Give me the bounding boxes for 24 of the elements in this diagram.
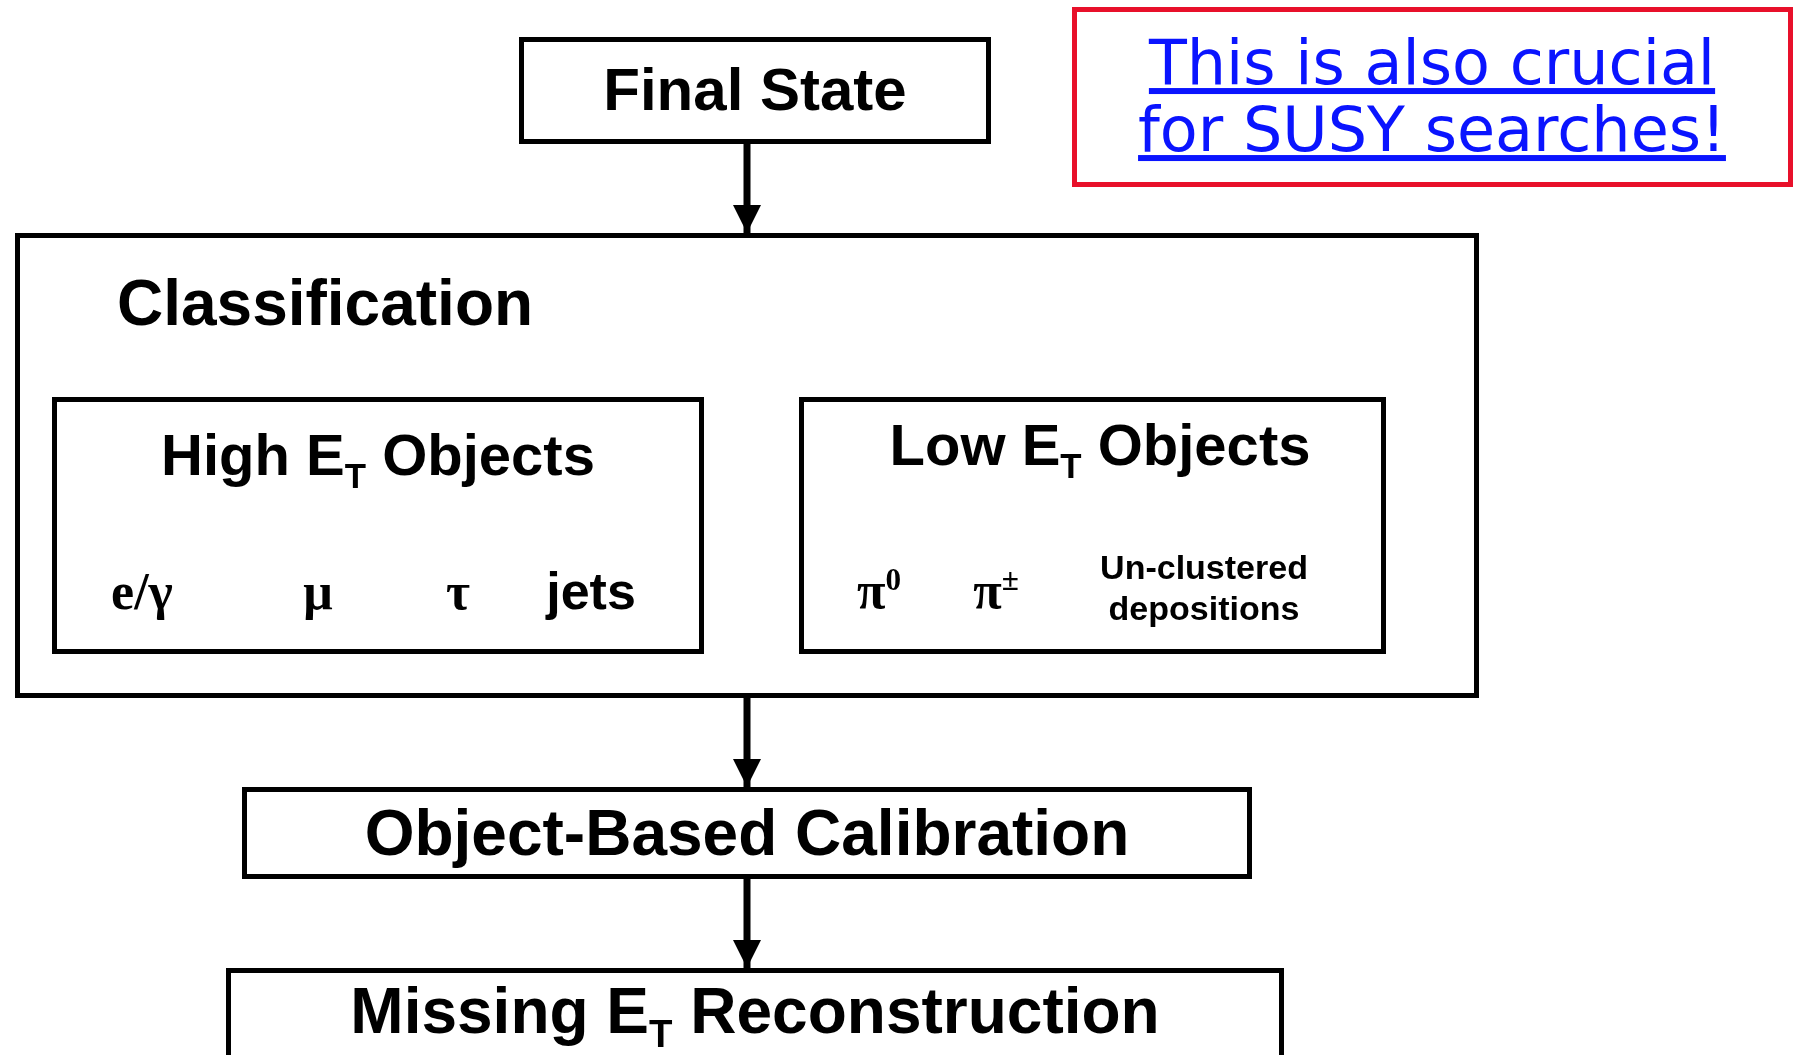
object-label: Un-clustered depositions: [1099, 547, 1309, 629]
object-label: e/γ: [111, 563, 173, 621]
object-label: τ: [446, 563, 470, 621]
box-title: Final State: [603, 57, 907, 123]
arrow: [733, 144, 761, 233]
box-title: High E$_{T}$ Objects: [161, 423, 595, 495]
note-text: This is also crucial for SUSY searches!: [1137, 30, 1727, 164]
category-box: [799, 397, 1386, 654]
box-title: Classification: [116, 267, 534, 339]
object-label: π$^{±}$: [973, 562, 1019, 620]
process-box: [242, 787, 1252, 879]
process-box: [226, 968, 1284, 1055]
process-box: [519, 37, 991, 144]
object-label: jets: [546, 563, 636, 621]
box-title: Low E$_{T}$ Objects: [889, 413, 1311, 485]
box-title: Object-Based Calibration: [364, 797, 1130, 869]
arrow: [733, 879, 761, 968]
group-box: [15, 233, 1479, 698]
arrow: [733, 698, 761, 787]
category-box: [52, 397, 704, 654]
object-label: π$^{0}$: [856, 562, 902, 620]
object-label: μ: [303, 563, 333, 621]
note-box: [1072, 7, 1793, 187]
box-title: Missing E$_{T}$ Reconstruction: [350, 976, 1160, 1055]
